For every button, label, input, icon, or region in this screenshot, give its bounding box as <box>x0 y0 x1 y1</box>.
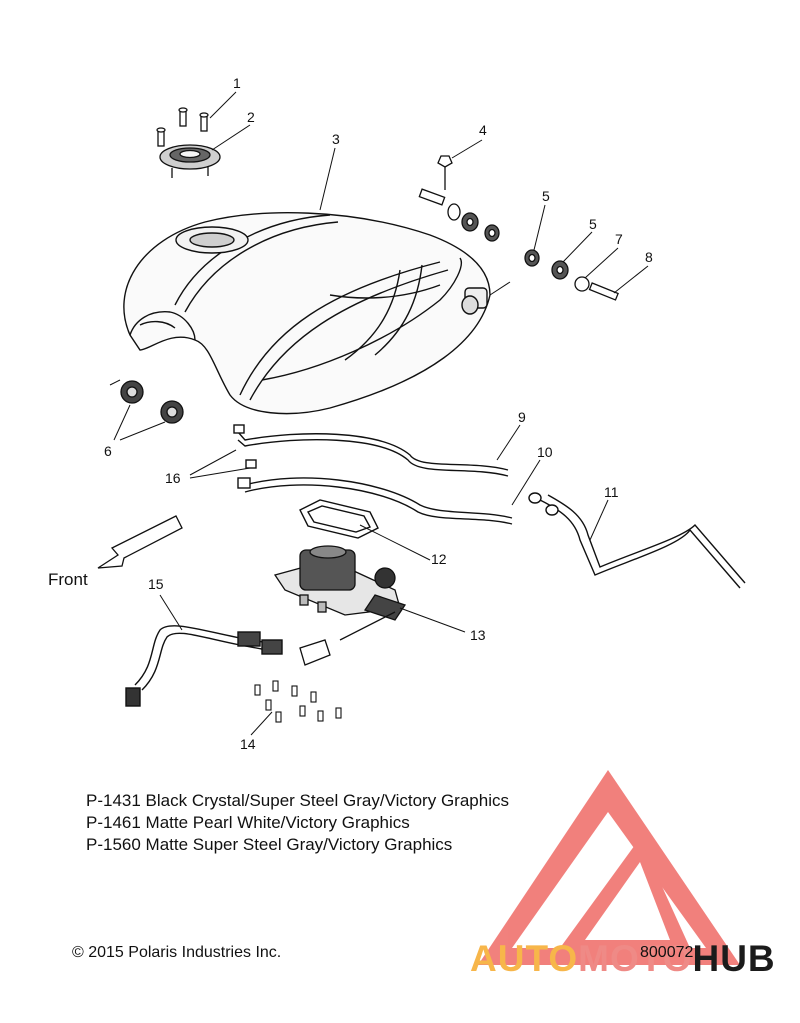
copyright: © 2015 Polaris Industries Inc. <box>72 944 282 961</box>
callout-12: 12 <box>431 551 447 567</box>
callout-5b: 5 <box>589 216 597 232</box>
automotohub-logo-icon <box>478 770 740 965</box>
fuel-pump-assembly <box>273 545 407 666</box>
callout-11: 11 <box>604 484 619 500</box>
callout-9: 9 <box>518 409 526 425</box>
callout-13: 13 <box>470 627 486 643</box>
callout-6: 6 <box>104 443 112 459</box>
callout-1: 1 <box>233 75 241 91</box>
vent-hose <box>528 492 746 589</box>
fuel-tank <box>123 212 491 415</box>
callout-3: 3 <box>332 131 340 147</box>
note-line-3: P-1560 Matte Super Steel Gray/Victory Gr… <box>86 835 453 854</box>
fuel-lines <box>233 424 513 525</box>
note-line-1: P-1431 Black Crystal/Super Steel Gray/Vi… <box>86 791 509 810</box>
watermark-auto: AUTO <box>470 938 579 979</box>
color-variant-notes: P-1431 Black Crystal/Super Steel Gray/Vi… <box>86 790 509 856</box>
callout-8: 8 <box>645 249 653 265</box>
cap-screws <box>156 107 209 147</box>
callout-4: 4 <box>479 122 487 138</box>
pump-screws <box>254 680 342 723</box>
callout-10: 10 <box>537 444 553 460</box>
front-arrow-icon <box>97 515 183 569</box>
tank-grommets <box>120 380 184 424</box>
front-label: Front <box>48 570 88 589</box>
mount-hardware <box>418 155 619 301</box>
watermark-hub: HUB <box>692 938 776 979</box>
watermark-text: AUTOMOTOHUB <box>470 938 776 980</box>
diagram-part-number: 800072 <box>640 944 694 961</box>
fuel-cap <box>159 144 221 178</box>
callout-7: 7 <box>615 231 623 247</box>
callout-15: 15 <box>148 576 164 592</box>
callout-14: 14 <box>240 736 256 752</box>
watermark-moto: MOTO <box>578 938 693 979</box>
note-line-2: P-1461 Matte Pearl White/Victory Graphic… <box>86 813 410 832</box>
pump-hose <box>125 625 283 707</box>
pump-gasket <box>299 499 379 539</box>
callout-2: 2 <box>247 109 255 125</box>
callout-5a: 5 <box>542 188 550 204</box>
leader-lines <box>109 91 649 736</box>
callout-16: 16 <box>165 470 181 486</box>
